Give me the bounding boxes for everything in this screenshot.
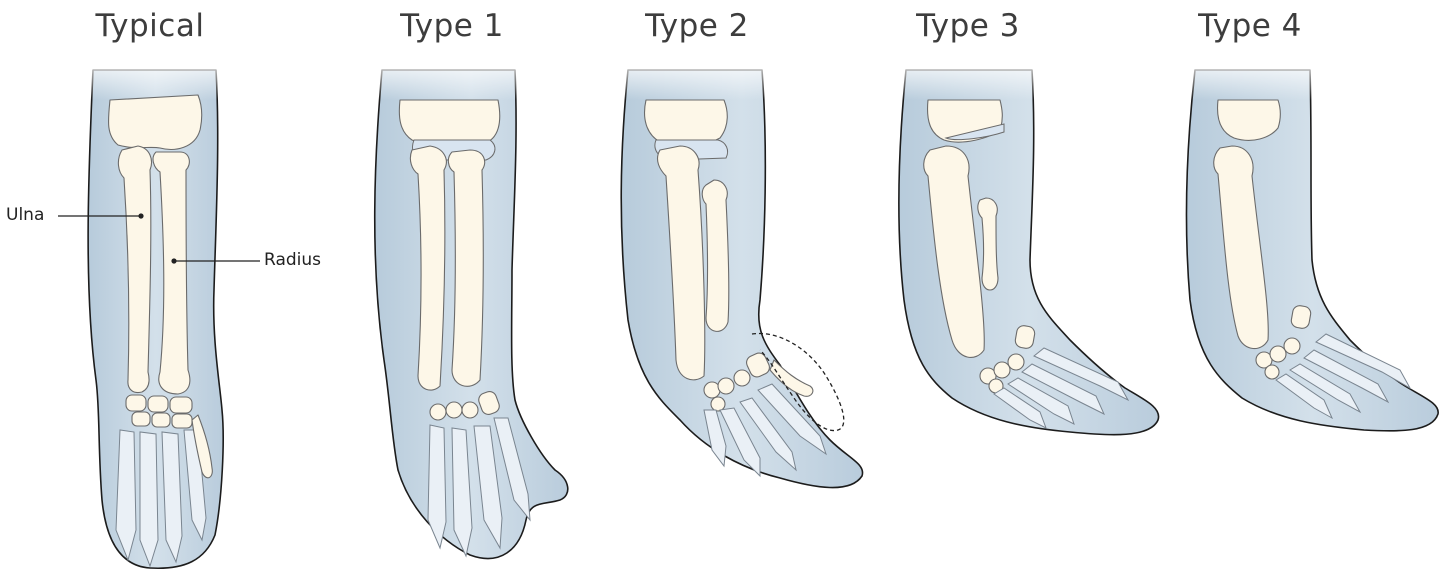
arm-type2	[615, 55, 863, 488]
arm-type4	[1180, 55, 1438, 431]
arm-typical	[58, 55, 260, 568]
arm-type3	[890, 55, 1159, 435]
arm-type1	[370, 55, 568, 558]
